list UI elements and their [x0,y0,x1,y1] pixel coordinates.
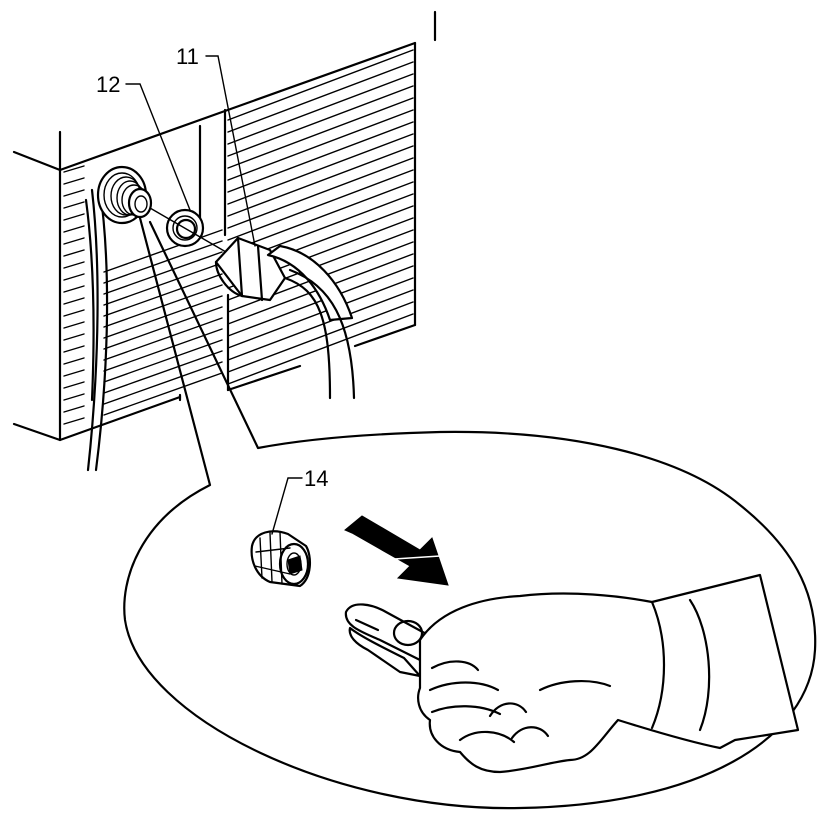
louver-slat [227,61,414,133]
louver-slat [227,289,414,361]
louver-slat [227,145,414,217]
louver-slat [227,97,414,169]
louver-slat [63,213,85,221]
louver-slat [227,85,414,157]
louver-slat [227,133,414,205]
louver-slat [227,181,414,253]
louver-slat [103,339,223,383]
louver-slat [63,321,85,329]
callout-label-14: 14 [304,466,328,491]
filter-insert-icon [250,530,312,588]
louver-slat [63,357,85,365]
louver-slat [227,265,414,337]
louver-slat [103,273,223,317]
louver-slat [103,372,223,416]
louver-slat [227,313,414,385]
louver-slat [63,345,85,353]
louver-slat [63,285,85,293]
threaded-connector-icon [96,165,153,225]
assembly-axis [149,207,227,253]
louver-slat [103,240,223,284]
louver-slat [63,369,85,377]
louver-slat [63,273,85,281]
louver-slat [63,393,85,401]
louver-slat [63,405,85,413]
pliers-icon [344,603,432,678]
cable-left [84,188,109,472]
detail-magnifier [123,216,817,810]
louver-slat [63,261,85,269]
louver-slat [227,109,414,181]
louver-slat [103,262,223,306]
louver-slat [63,309,85,317]
louver-slat [63,225,85,233]
louver-slat [227,121,414,193]
hose-nut-icon [214,236,354,322]
louver-slat [227,301,414,373]
louver-slat [227,157,414,229]
louver-slat [103,306,223,350]
louver-slat [63,297,85,305]
hand-icon [417,573,800,774]
louver-slat [63,165,85,173]
louver-slat [63,177,85,185]
louver-slat [103,251,223,295]
louver-slat [63,237,85,245]
louver-slat [103,328,223,372]
louver-slat [227,73,414,145]
louver-slat [63,201,85,209]
louver-slat [63,249,85,257]
callout-leaders [125,55,303,535]
louver-slat [227,49,414,121]
louver-slat [103,350,223,394]
callout-label-12: 12 [96,72,120,97]
louver-slat [63,381,85,389]
louver-slat [63,333,85,341]
arrow-icon [344,515,449,586]
louver-slat [63,417,85,425]
louver-slat [227,169,414,241]
hose [283,268,356,400]
louver-slat [63,189,85,197]
callout-label-11: 11 [176,44,199,69]
housing-louvers-left [63,165,223,425]
louver-slat [103,317,223,361]
machine-housing [12,10,437,442]
louver-slat [103,361,223,405]
louver-slat [103,295,223,339]
